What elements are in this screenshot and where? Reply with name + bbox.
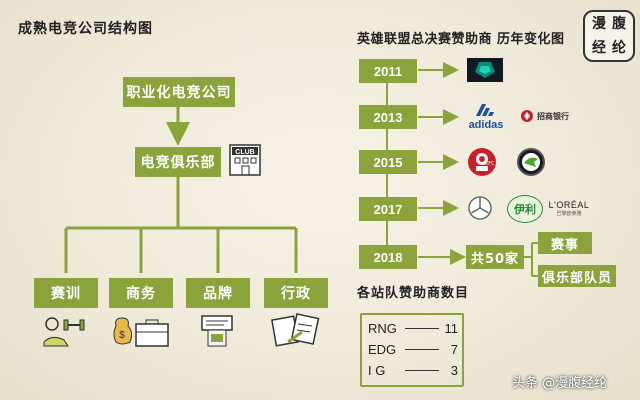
kfc-logo: KFC bbox=[467, 147, 497, 177]
dept-brand: 品牌 bbox=[186, 278, 250, 308]
brand-board-icon bbox=[196, 312, 240, 350]
team-count: 3 bbox=[450, 363, 458, 378]
skoda-logo bbox=[516, 147, 546, 177]
branch-events: 赛事 bbox=[538, 232, 592, 254]
mercedes-logo bbox=[468, 196, 492, 220]
money-briefcase-icon: $ bbox=[110, 312, 172, 350]
team-name: EDG bbox=[368, 342, 397, 357]
team-sponsor-title: 各站队赞助商数目 bbox=[357, 286, 470, 301]
year-2015: 2015 bbox=[359, 150, 417, 174]
stats-row-edg: EDG 7 bbox=[368, 342, 458, 357]
adidas-logo: adidas bbox=[466, 102, 506, 131]
team-sponsor-table: RNG 11 EDG 7 I G 3 bbox=[360, 313, 464, 387]
kfc-text: KFC bbox=[485, 161, 495, 167]
year-2013: 2013 bbox=[359, 105, 417, 129]
loreal-sub-text: 巴黎欧莱雅 bbox=[556, 211, 582, 217]
year-2018: 2018 bbox=[359, 245, 417, 269]
team-name: I G bbox=[368, 363, 386, 378]
cmb-text: 招商银行 bbox=[537, 111, 569, 121]
seal-char-2: 腹 bbox=[612, 15, 626, 32]
stats-row-rng: RNG 11 bbox=[368, 321, 458, 336]
yili-text: 伊利 bbox=[514, 203, 536, 216]
loreal-logo: L'ORÉAL 巴黎欧莱雅 bbox=[547, 200, 591, 220]
team-count: 7 bbox=[450, 342, 458, 357]
team-name: RNG bbox=[368, 321, 397, 336]
stats-row-ig: I G 3 bbox=[368, 363, 458, 378]
branch-club-players: 俱乐部队员 bbox=[538, 265, 616, 287]
club-building-icon: CLUB bbox=[228, 143, 262, 177]
club-box: 电竞俱乐部 bbox=[135, 147, 221, 177]
sponsor-count-2018: 共50家 bbox=[466, 245, 524, 269]
dept-training: 赛训 bbox=[34, 278, 98, 308]
team-count: 11 bbox=[444, 321, 459, 336]
svg-text:$: $ bbox=[119, 330, 125, 341]
structure-title: 成熟电竞公司结构图 bbox=[18, 21, 153, 37]
year-2011: 2011 bbox=[359, 59, 417, 83]
admin-documents-icon bbox=[268, 312, 324, 350]
yili-logo: 伊利 bbox=[507, 195, 543, 223]
year-2017: 2017 bbox=[359, 197, 417, 221]
loreal-text: L'ORÉAL bbox=[548, 200, 590, 210]
dumbbell-icon bbox=[38, 314, 94, 350]
watermark-text: 头条 @漫腹经纶 bbox=[512, 376, 608, 391]
seal-char-1: 漫 bbox=[592, 15, 606, 32]
seal-char-4: 纶 bbox=[612, 39, 626, 56]
dept-business: 商务 bbox=[109, 278, 173, 308]
alienware-logo bbox=[467, 58, 503, 82]
dept-admin: 行政 bbox=[264, 278, 328, 308]
cmb-logo: 招商银行 bbox=[520, 108, 580, 124]
company-box: 职业化电竞公司 bbox=[123, 77, 235, 107]
seal-char-3: 经 bbox=[592, 39, 606, 56]
brand-seal-logo: 漫 腹 经 纶 bbox=[583, 10, 635, 62]
club-icon-text: CLUB bbox=[235, 149, 254, 156]
sponsor-history-title: 英雄联盟总决赛赞助商 历年变化图 bbox=[357, 32, 565, 47]
adidas-text: adidas bbox=[468, 119, 504, 131]
